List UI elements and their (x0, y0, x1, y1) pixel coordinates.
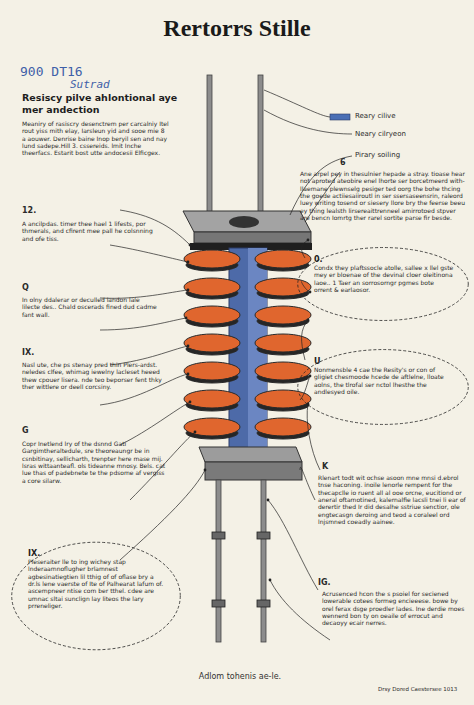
nut (212, 600, 225, 607)
callout-number: 12. (22, 206, 52, 216)
dashed-callout: IX.Pleseraiter lle to ing wichey stap ln… (10, 540, 182, 652)
callout-text: Rlenart todt wit ochse asoon mne mnsi d.… (318, 474, 466, 525)
callout-text: Acrusenced hcon the s psoiel for seciene… (322, 590, 467, 627)
dashed-callout: UNonmensble 4 cae the Resity's or con of… (296, 348, 470, 426)
bottom-plate-edge (205, 462, 302, 480)
nut (212, 532, 225, 539)
handwritten-note: 900 DT16 (20, 64, 110, 80)
dashed-ellipse (298, 248, 469, 321)
diagram-caption: Adlom tohenis ae-le. (150, 672, 330, 682)
threaded-rod (207, 75, 212, 217)
callout-text: A ancilpdas. timer thee hael 1 lifests, … (22, 220, 162, 242)
disc-stack (184, 250, 311, 439)
diagram-title: Rertorrs Stille (0, 14, 474, 43)
callout-number: Q (22, 283, 52, 293)
part-label: Neary cilryeon (355, 130, 455, 139)
callout-text: Nasl ute, che ps stenay pred thin Plers-… (22, 361, 167, 390)
callout-number: G (22, 426, 52, 436)
leader-dots (185, 239, 312, 582)
callout-number: K (322, 462, 352, 472)
callout-number: IG. (318, 578, 348, 588)
callout-number: 6 (340, 158, 360, 168)
dashed-ellipse (12, 542, 181, 650)
callout-text: Nonmensble 4 cae the Resity's or con of … (314, 366, 454, 395)
plate-hole (229, 216, 259, 228)
top-plate (183, 211, 311, 232)
threaded-rod (216, 480, 221, 642)
callout-number: U (314, 357, 454, 366)
top-plate-edge (194, 232, 311, 243)
dashed-callout: 0.Condx they plaftssocle atolle, sallee … (296, 246, 470, 322)
credit-note: Drsy Dored Caestersee 1013 (378, 686, 470, 693)
part-label: Pirary soiling (355, 151, 455, 160)
handwritten-note: Sutrad (70, 78, 140, 91)
color-swatch (330, 114, 350, 120)
callout-text: Ane arpel pey in thesulnier hepade a str… (300, 170, 465, 221)
threaded-rod (258, 75, 263, 217)
callout-text: In olny ddalerar or deculled landon lale… (22, 296, 157, 318)
nut (257, 600, 270, 607)
callout-number: 0. (314, 255, 454, 264)
callout-number: IX. (22, 348, 52, 358)
dashed-ellipse (298, 350, 469, 425)
callout-text: Condx they plaftssocle atolle, sallee x … (314, 264, 454, 293)
callout-number: IX. (28, 549, 166, 558)
body-text: Meaniry of rasiscry desenctrem per carca… (22, 120, 170, 157)
callout-text: Pleseraiter lle to ing wichey stap lnder… (28, 558, 166, 609)
callout-text: Copr Inetlend lry of the dsnnd Gati Garg… (22, 440, 170, 484)
bottom-plate (199, 447, 302, 462)
part-label: Reary cilive (355, 112, 455, 121)
threaded-rod (261, 480, 266, 642)
section-heading: Resiscy pilve ahlontional aye mer andect… (22, 92, 187, 115)
nut (257, 532, 270, 539)
